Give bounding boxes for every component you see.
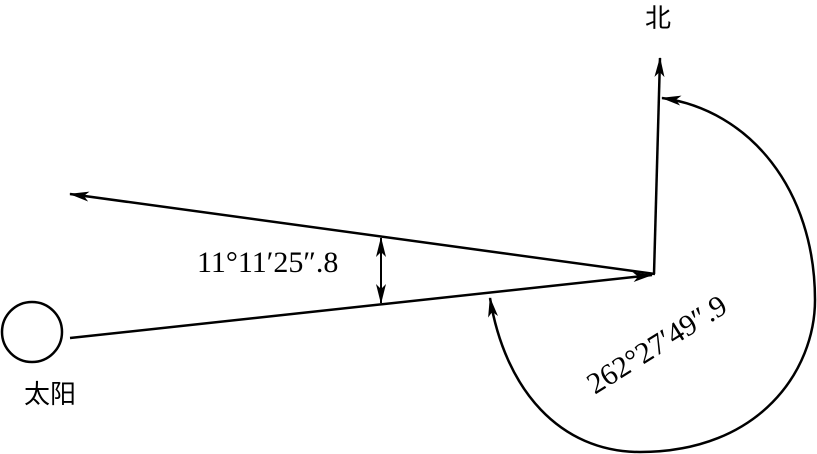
sun-direction-line (69, 272, 653, 340)
north-label: 北 (645, 4, 672, 34)
north-arrow (652, 57, 665, 275)
target-direction-arrow (69, 191, 656, 276)
azimuth-arc-right (639, 95, 817, 454)
small-angle-label: 11°11′25″.8 (197, 246, 339, 279)
azimuth-arc (488, 297, 641, 454)
sun-label: 太阳 (24, 380, 77, 410)
sun-icon (0, 300, 64, 364)
